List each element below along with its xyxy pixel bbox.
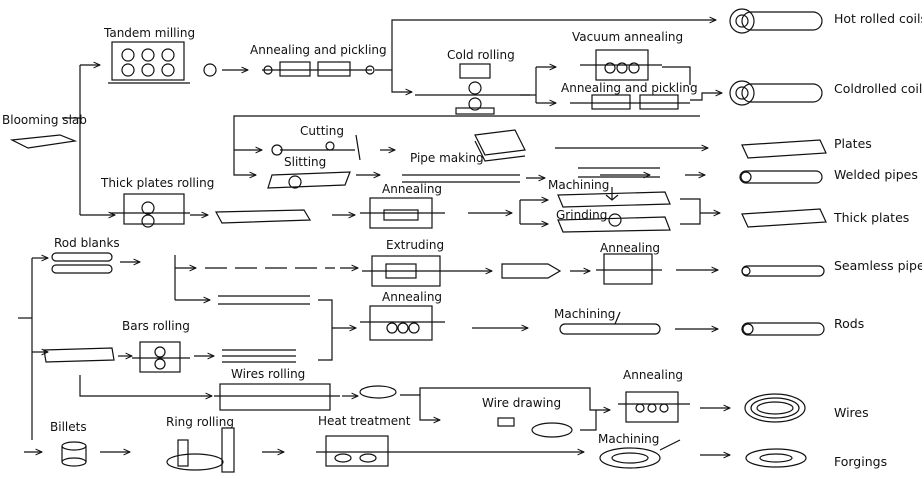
wires-rolling-label: Wires rolling <box>231 367 306 381</box>
plate-stack-icon <box>474 129 526 162</box>
wires-rolling-machine <box>214 383 340 411</box>
plates-label: Plates <box>834 136 872 151</box>
annealing-furnace-3 <box>360 305 445 341</box>
bars-rolling-machine <box>132 341 190 373</box>
annealing-4-label: Annealing <box>623 368 684 382</box>
thick-plates-rolling-label: Thick plates rolling <box>101 176 215 190</box>
wire-drawing-label: Wire drawing <box>482 396 562 410</box>
grinding-label: Grinding <box>556 208 608 222</box>
blooming-slab-shape <box>9 134 78 149</box>
ring-rolling-machine <box>166 427 235 473</box>
welded-pipes-label: Welded pipes <box>834 167 918 182</box>
ring-rolling-label: Ring rolling <box>166 415 234 429</box>
slitting-label: Slitting <box>284 155 327 169</box>
coldrolled-coils-label: Coldrolled coils <box>834 81 922 96</box>
machining-3-label: Machining <box>598 432 660 446</box>
rod-blanks-label: Rod blanks <box>54 236 120 250</box>
wires-label: Wires <box>834 405 869 420</box>
rods-label: Rods <box>834 316 865 331</box>
extruding-label: Extruding <box>386 238 445 252</box>
tandem-mill-machine <box>108 41 190 84</box>
annealing-furnace-1 <box>360 197 445 229</box>
billets-label: Billets <box>50 420 87 434</box>
seamless-pipe-icon <box>741 265 825 277</box>
annealing-3-label: Annealing <box>382 290 443 304</box>
machining-1-label: Machining <box>548 178 610 192</box>
blooming-slab-label: Blooming slab <box>2 113 87 127</box>
bars-rolling-label: Bars rolling <box>122 319 190 333</box>
rod-product-icon <box>741 322 825 336</box>
forgings-label: Forgings <box>834 454 888 469</box>
thick-plates-product-icon <box>741 208 827 228</box>
hot-rolled-coil-icon <box>729 8 823 34</box>
extruder-machine <box>362 255 470 287</box>
annealing-1-label: Annealing <box>382 182 443 196</box>
tandem-milling-label: Tandem milling <box>104 26 196 40</box>
annealing-pickling-2-label: Annealing and pickling <box>561 81 698 95</box>
heat-treatment-label: Heat treatment <box>318 414 411 428</box>
thick-plates-label: Thick plates <box>834 210 910 225</box>
annealing-furnace-2 <box>596 253 662 285</box>
annealing-furnace-4 <box>618 391 690 423</box>
cold-rolling-machine <box>415 63 530 115</box>
cutting-label: Cutting <box>300 124 344 138</box>
heat-treatment-furnace <box>316 435 584 467</box>
machining-2-label: Machining <box>554 307 616 321</box>
forging-machining-icon <box>599 439 681 469</box>
thick-plates-rolling-machine <box>110 193 190 228</box>
wire-coil-icon <box>744 393 806 423</box>
forging-product-icon <box>745 448 807 468</box>
coldrolled-coil-icon <box>729 80 823 106</box>
annealing-pickling-1-label: Annealing and pickling <box>250 43 387 57</box>
plates-product-icon <box>741 139 827 159</box>
annealing-2-label: Annealing <box>600 241 661 255</box>
hot-rolled-coils-label: Hot rolled coils <box>834 11 922 26</box>
cold-rolling-label: Cold rolling <box>447 48 515 62</box>
vacuum-annealing-label: Vacuum annealing <box>572 30 684 44</box>
seamless-pipes-label: Seamless pipes <box>834 258 922 273</box>
pipe-making-label: Pipe making <box>410 151 484 165</box>
welded-pipe-icon <box>739 170 823 184</box>
